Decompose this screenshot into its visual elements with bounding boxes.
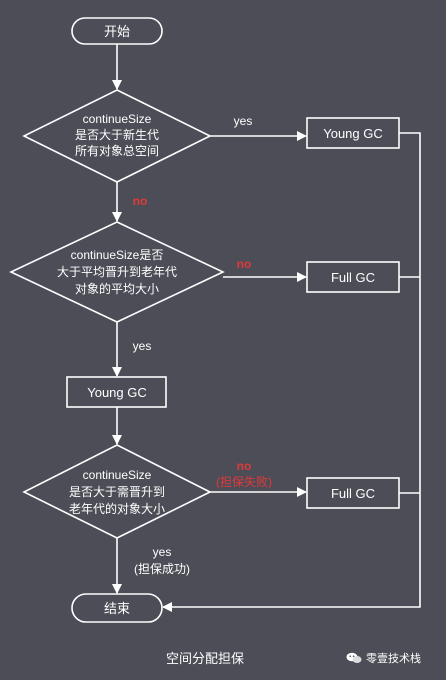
edge-label-d1-no: no — [133, 194, 148, 208]
full-gc-label-2: Full GC — [331, 486, 375, 501]
decision-1-line-3: 所有对象总空间 — [75, 144, 159, 158]
watermark-text: 零壹技术栈 — [366, 652, 421, 665]
decision-3-line-2: 是否大于需晋升到 — [69, 485, 165, 499]
decision-2-line-3: 对象的平均大小 — [75, 281, 159, 296]
edge-return-path — [162, 132, 421, 612]
edge-label-d3-no: no — [237, 459, 252, 473]
decision-2-line-2: 大于平均晋升到老年代 — [57, 265, 177, 279]
young-gc-label-2: Young GC — [87, 385, 147, 400]
decision-1-line-1: continueSize — [83, 112, 152, 126]
diagram-caption: 空间分配担保 — [165, 652, 244, 667]
edge-label-d1-yes: yes — [234, 114, 253, 128]
start-label: 开始 — [104, 24, 130, 39]
decision-2-line-1: continueSize是否 — [71, 248, 164, 262]
watermark: 零壹技术栈 — [346, 650, 421, 666]
end-label: 结束 — [104, 601, 130, 616]
edge-label-d3-yes-note: (担保成功) — [134, 562, 190, 576]
edge-label-d2-yes: yes — [133, 339, 152, 353]
decision-3-line-1: continueSize — [83, 468, 152, 482]
decision-3-line-3: 老年代的对象大小 — [69, 501, 165, 516]
wechat-icon — [346, 652, 362, 663]
young-gc-label-1: Young GC — [323, 126, 383, 141]
edge-label-d2-no: no — [237, 257, 252, 271]
full-gc-label-1: Full GC — [331, 270, 375, 285]
edge-label-d3-yes: yes — [153, 545, 172, 559]
decision-1-line-2: 是否大于新生代 — [75, 127, 159, 142]
edge-label-d3-no-note: (担保失败) — [216, 474, 272, 489]
